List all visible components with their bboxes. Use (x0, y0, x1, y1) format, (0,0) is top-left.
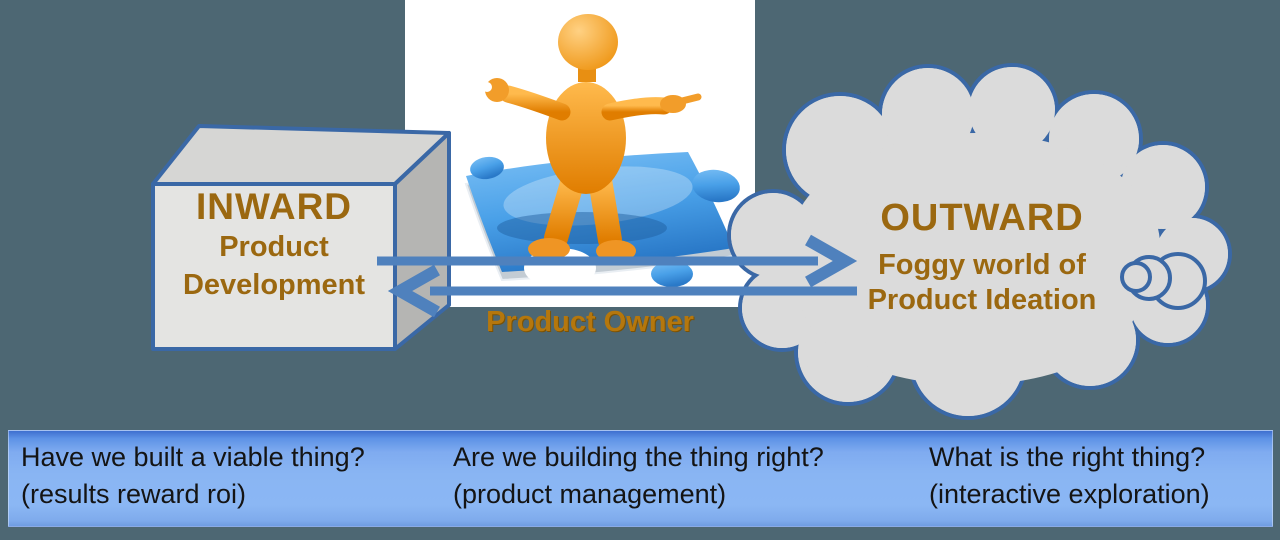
arrow-right-icon (377, 234, 858, 288)
outward-cloud-shape (727, 63, 1232, 420)
product-owner-caption: Product Owner (486, 306, 694, 338)
outward-cloud-label-group: OUTWARD Foggy world of Product Ideation (832, 196, 1132, 318)
inward-box-shape (151, 124, 451, 351)
inward-box-subtitle-2: Development (182, 269, 366, 301)
inward-box-title: INWARD (195, 186, 353, 227)
banner-method-1: (results reward roi) (21, 479, 247, 509)
banner-question-1: Have we built a viable thing? (21, 442, 365, 472)
inward-box-label-group: INWARD Product Development (153, 186, 395, 304)
banner-question-2: Are we building the thing right? (453, 442, 824, 472)
banner-method-3: (interactive exploration) (929, 479, 1210, 509)
person-figure-icon (482, 14, 702, 262)
outward-cloud-subtitle-2: Product Ideation (867, 284, 1097, 316)
questions-banner: Have we built a viable thing? (results r… (8, 430, 1273, 527)
inward-box-subtitle-1: Product (219, 231, 329, 263)
outward-cloud-subtitle-1: Foggy world of (878, 249, 1086, 281)
banner-method-2: (product management) (453, 479, 727, 509)
banner-question-3: What is the right thing? (929, 442, 1206, 472)
banner-column-right-thing: What is the right thing? (interactive ex… (929, 439, 1210, 513)
cloud-swirl-icon (1120, 252, 1207, 310)
banner-column-viable: Have we built a viable thing? (results r… (21, 439, 365, 513)
arrow-left-icon (387, 264, 857, 318)
banner-column-building-right: Are we building the thing right? (produc… (453, 439, 824, 513)
outward-cloud-title: OUTWARD (880, 197, 1084, 239)
